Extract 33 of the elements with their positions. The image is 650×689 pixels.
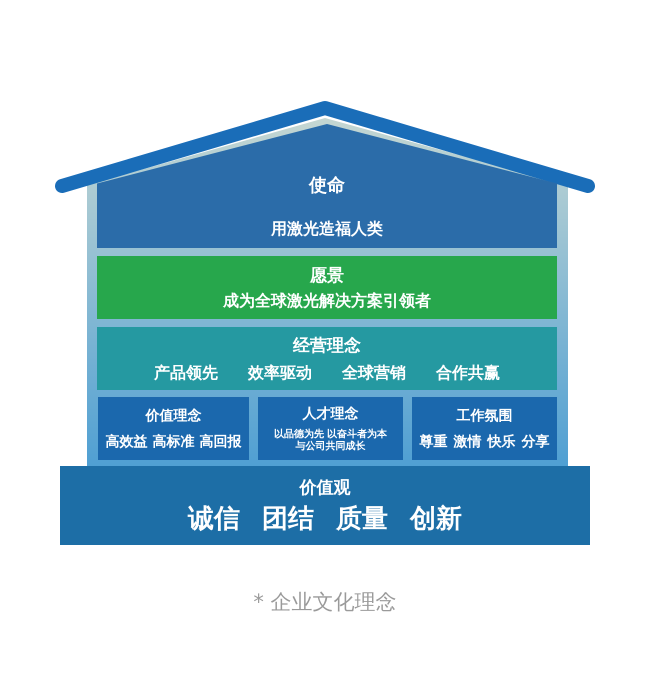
section-text: 用激光造福人类 <box>271 218 383 240</box>
vision-panel <box>97 256 557 319</box>
section-text: 分享 <box>522 432 550 450</box>
section-text: 团结 <box>262 502 314 536</box>
section-text: 激情 <box>454 432 482 450</box>
section-text: 效率驱动 <box>248 362 312 384</box>
section-text: 尊重 <box>420 432 448 450</box>
section-text: 质量 <box>336 502 388 536</box>
section-text: 与公司共同成长 <box>295 440 366 452</box>
section-heading: 价值观 <box>300 476 350 498</box>
section-heading: 愿景 <box>310 264 344 286</box>
value-concept-box <box>98 397 249 460</box>
section-text: 诚信 <box>188 502 240 536</box>
section-heading: 工作氛围 <box>456 406 512 424</box>
section-text: 全球营销 <box>342 362 406 384</box>
section-text: 高回报 <box>200 432 242 450</box>
section-text: 产品领先 <box>154 362 218 384</box>
caption: * 企业文化理念 <box>252 589 398 616</box>
work-atmosphere-box <box>412 397 557 460</box>
business-panel <box>97 327 557 390</box>
talent-concept-box <box>258 397 403 460</box>
section-heading: 价值理念 <box>146 406 202 424</box>
section-heading: 人才理念 <box>302 404 358 422</box>
section-text: 创新 <box>410 502 462 536</box>
section-text: 快乐 <box>488 432 516 450</box>
section-text: 高标准 <box>152 432 194 450</box>
values-base <box>60 466 590 545</box>
section-text: 成为全球激光解决方案引领者 <box>223 290 431 312</box>
section-heading: 经营理念 <box>293 334 361 356</box>
section-heading: 使命 <box>309 174 345 196</box>
section-text: 高效益 <box>106 432 148 450</box>
section-text: 以品德为先 以奋斗者为本 <box>274 428 388 440</box>
section-text: 合作共赢 <box>436 362 500 384</box>
